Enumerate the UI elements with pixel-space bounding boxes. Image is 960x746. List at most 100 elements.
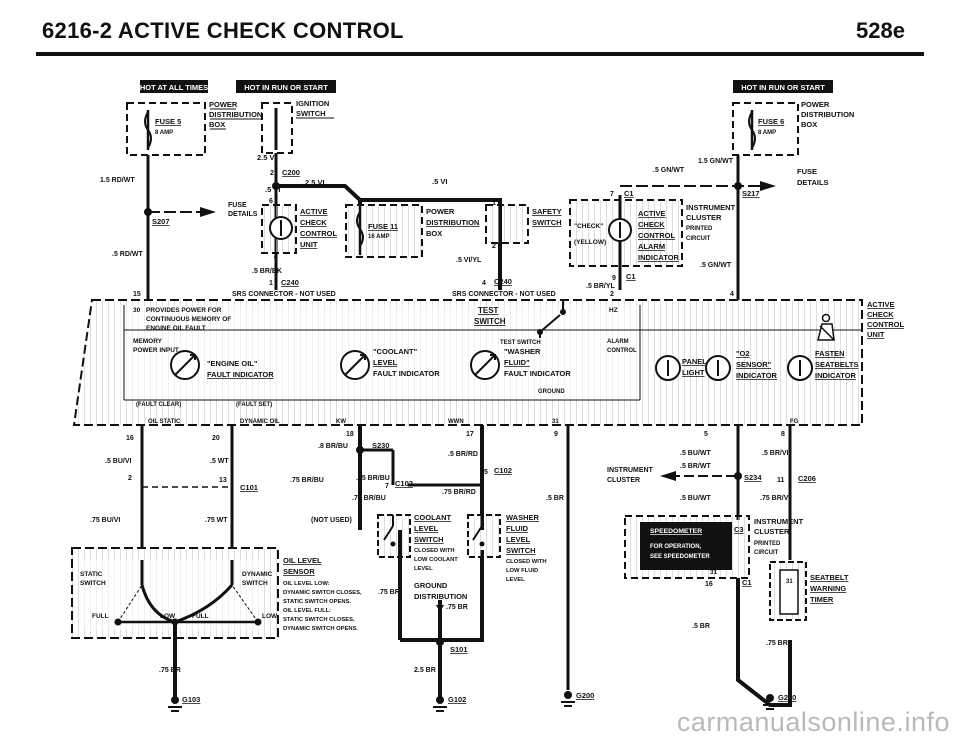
svg-text:.75 BR: .75 BR bbox=[378, 589, 400, 596]
svg-text:5: 5 bbox=[484, 469, 488, 476]
svg-text:30: 30 bbox=[133, 307, 141, 314]
svg-text:DYNAMIC SWITCH OPENS.: DYNAMIC SWITCH OPENS. bbox=[283, 626, 358, 632]
svg-text:2: 2 bbox=[610, 291, 614, 298]
svg-text:S217: S217 bbox=[742, 189, 760, 198]
svg-text:TIMER: TIMER bbox=[810, 595, 834, 604]
svg-text:.5 BR: .5 BR bbox=[546, 495, 564, 502]
svg-text:.5 BR/BK: .5 BR/BK bbox=[252, 268, 282, 275]
svg-text:OIL LEVEL FULL:: OIL LEVEL FULL: bbox=[283, 608, 331, 614]
svg-text:31: 31 bbox=[786, 579, 793, 585]
svg-text:INSTRUMENT: INSTRUMENT bbox=[754, 517, 804, 526]
svg-text:FUSE: FUSE bbox=[228, 202, 247, 209]
svg-text:GROUND: GROUND bbox=[538, 389, 565, 395]
svg-text:LOW: LOW bbox=[262, 613, 278, 620]
svg-text:.5 BR/WT: .5 BR/WT bbox=[680, 463, 711, 470]
svg-text:FUSE: FUSE bbox=[797, 167, 817, 176]
svg-text:18: 18 bbox=[346, 431, 354, 438]
svg-text:.5 BR/RD: .5 BR/RD bbox=[448, 451, 478, 458]
svg-text:BOX: BOX bbox=[801, 120, 817, 129]
svg-text:STATIC SWITCH CLOSES,: STATIC SWITCH CLOSES, bbox=[283, 617, 355, 623]
svg-text:16 AMP: 16 AMP bbox=[368, 234, 389, 240]
svg-text:.5 VI: .5 VI bbox=[265, 185, 280, 194]
svg-text:BOX: BOX bbox=[209, 120, 225, 129]
svg-text:C206: C206 bbox=[798, 474, 816, 483]
svg-text:C200: C200 bbox=[282, 168, 300, 177]
instrument-cluster-bottom: SPEEDOMETER FOR OPERATION, SEE SPEEDOMET… bbox=[624, 515, 804, 630]
svg-text:"O2: "O2 bbox=[736, 349, 750, 358]
svg-text:CLOSED WITH: CLOSED WITH bbox=[414, 548, 455, 554]
svg-text:.5 BU/WT: .5 BU/WT bbox=[680, 495, 711, 502]
svg-text:HOT IN RUN OR START: HOT IN RUN OR START bbox=[244, 83, 328, 92]
svg-text:.5 VI/YL: .5 VI/YL bbox=[456, 257, 482, 264]
svg-text:4: 4 bbox=[482, 280, 486, 287]
svg-text:.5 BR/VI: .5 BR/VI bbox=[762, 450, 789, 457]
svg-text:6: 6 bbox=[269, 198, 273, 205]
svg-text:POWER: POWER bbox=[209, 100, 238, 109]
svg-text:13: 13 bbox=[219, 477, 227, 484]
oil-level-sensor: STATIC SWITCH DYNAMIC SWITCH FULL LOW FU… bbox=[71, 547, 362, 712]
fuse-5-box: FUSE 5 8 AMP POWER DISTRIBUTION BOX bbox=[126, 100, 262, 156]
svg-text:SPEEDOMETER: SPEEDOMETER bbox=[650, 528, 702, 535]
svg-text:.5 VI: .5 VI bbox=[432, 177, 447, 186]
svg-text:WASHER: WASHER bbox=[506, 513, 540, 522]
svg-text:LOW: LOW bbox=[160, 613, 176, 620]
svg-text:LEVEL: LEVEL bbox=[414, 524, 439, 533]
svg-text:SWITCH: SWITCH bbox=[532, 218, 562, 227]
page-header: 6216-2 ACTIVE CHECK CONTROL 528e bbox=[0, 0, 960, 60]
svg-text:PROVIDES POWER FOR: PROVIDES POWER FOR bbox=[146, 307, 222, 314]
svg-text:16: 16 bbox=[705, 581, 713, 588]
svg-text:15: 15 bbox=[133, 291, 141, 298]
svg-text:MEMORY: MEMORY bbox=[133, 338, 163, 345]
svg-text:SENSOR: SENSOR bbox=[283, 567, 315, 576]
badge-hot-in-run-or-start: HOT IN RUN OR START bbox=[236, 80, 336, 93]
svg-text:FUSE 11: FUSE 11 bbox=[368, 222, 398, 231]
svg-text:ALARM: ALARM bbox=[638, 242, 665, 251]
svg-text:.5 BR/YL: .5 BR/YL bbox=[586, 283, 616, 290]
svg-text:2.5 BR: 2.5 BR bbox=[414, 667, 436, 674]
svg-text:.75 BR: .75 BR bbox=[446, 604, 468, 611]
svg-text:SRS CONNECTOR - NOT USED: SRS CONNECTOR - NOT USED bbox=[452, 291, 556, 298]
svg-text:7: 7 bbox=[610, 191, 614, 198]
svg-text:1.5 RD/WT: 1.5 RD/WT bbox=[100, 177, 135, 184]
badge-hot-at-all-times: HOT AT ALL TIMES bbox=[140, 80, 208, 93]
svg-text:DYNAMIC SWITCH CLOSES,: DYNAMIC SWITCH CLOSES, bbox=[283, 590, 362, 596]
svg-text:S207: S207 bbox=[152, 217, 170, 226]
svg-text:FUSE 5: FUSE 5 bbox=[155, 117, 181, 126]
acc-module-body bbox=[72, 299, 863, 426]
svg-text:C240: C240 bbox=[494, 277, 512, 286]
lower-wire-labels: 16 20 .5 BU/VI .5 WT 2 13 C101 .75 BU/VI… bbox=[90, 431, 816, 524]
svg-text:DETAILS: DETAILS bbox=[797, 178, 829, 187]
svg-text:LOW FLUID: LOW FLUID bbox=[506, 568, 538, 574]
svg-text:S101: S101 bbox=[450, 645, 468, 654]
svg-text:FULL: FULL bbox=[92, 613, 109, 620]
svg-text:FAULT INDICATOR: FAULT INDICATOR bbox=[207, 370, 274, 379]
svg-text:.5 BU/WT: .5 BU/WT bbox=[680, 450, 711, 457]
svg-text:DISTRIBUTION: DISTRIBUTION bbox=[426, 218, 479, 227]
svg-text:.75 BR/VI: .75 BR/VI bbox=[760, 495, 790, 502]
svg-text:LEVEL: LEVEL bbox=[414, 566, 433, 572]
svg-text:.5 GN/WT: .5 GN/WT bbox=[700, 262, 732, 269]
svg-text:.75 BR/RD: .75 BR/RD bbox=[442, 489, 476, 496]
svg-text:G200: G200 bbox=[576, 691, 594, 700]
svg-text:SWITCH: SWITCH bbox=[506, 546, 536, 555]
safety-switch: SAFETY SWITCH 1 2 .5 VI/YL 4 C240 SRS CO… bbox=[452, 200, 562, 298]
svg-text:POWER: POWER bbox=[426, 207, 455, 216]
svg-text:IGNITION: IGNITION bbox=[296, 99, 329, 108]
svg-text:C1: C1 bbox=[742, 578, 752, 587]
instrument-cluster-top bbox=[569, 155, 776, 300]
svg-text:HZ: HZ bbox=[609, 307, 618, 314]
svg-text:INDICATOR: INDICATOR bbox=[736, 371, 778, 380]
ground-symbol-g200-left: G200 bbox=[561, 691, 594, 707]
ground-symbol-g200-right: G200 bbox=[763, 693, 796, 710]
svg-text:9: 9 bbox=[554, 431, 558, 438]
svg-text:CIRCUIT: CIRCUIT bbox=[754, 550, 779, 556]
ignition-switch: IGNITION SWITCH bbox=[261, 99, 334, 154]
svg-text:31: 31 bbox=[552, 419, 559, 425]
svg-text:C1: C1 bbox=[626, 272, 636, 281]
ground-symbol-g103: G103 bbox=[168, 695, 200, 712]
header-rule bbox=[36, 52, 924, 56]
svg-text:4: 4 bbox=[730, 291, 734, 298]
seatbelt-warning-timer: 31 SEATBELT WARNING TIMER .75 BR G200 bbox=[763, 561, 849, 710]
svg-text:TEST SWITCH: TEST SWITCH bbox=[500, 340, 541, 346]
svg-text:OIL LEVEL LOW:: OIL LEVEL LOW: bbox=[283, 581, 330, 587]
